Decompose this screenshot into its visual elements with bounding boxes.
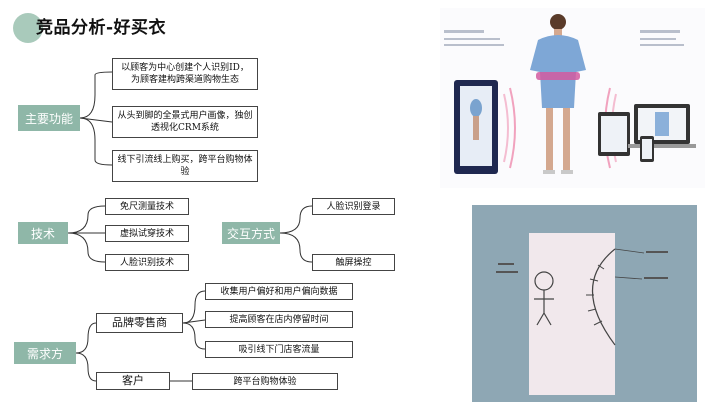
interaction-item-1: 人脸识别登录 [312, 198, 395, 215]
function-item-2: 从头到脚的全景式用户画像，独创透视化CRM系统 [112, 106, 258, 138]
brand-item-3: 吸引线下门店客流量 [205, 341, 353, 358]
title-accent-circle [13, 13, 43, 43]
function-item-3: 线下引流线上购买，跨平台购物体验 [112, 150, 258, 182]
demand-customer: 客户 [96, 372, 170, 390]
tech-item-3: 人脸识别技术 [105, 254, 189, 271]
brand-item-1: 收集用户偏好和用户偏向数据 [205, 283, 353, 300]
page-title: 竞品分析-好买衣 [36, 18, 167, 38]
interaction-item-2: 触屏操控 [312, 254, 395, 271]
category-demand: 需求方 [14, 342, 76, 364]
tech-item-2: 虚拟试穿技术 [105, 225, 189, 242]
demand-brand-retailer: 品牌零售商 [96, 313, 183, 333]
category-interaction: 交互方式 [222, 222, 280, 244]
customer-item-1: 跨平台购物体验 [192, 373, 338, 390]
category-main-functions: 主要功能 [18, 105, 80, 131]
product-illustration [440, 8, 705, 188]
brand-item-2: 提高顾客在店内停留时间 [205, 311, 353, 328]
tech-item-1: 免尺测量技术 [105, 198, 189, 215]
function-item-1: 以顾客为中心创建个人识别ID，为顾客建构跨渠道购物生态 [112, 58, 258, 90]
sketch-photo [472, 205, 697, 402]
category-technology: 技术 [18, 222, 68, 244]
